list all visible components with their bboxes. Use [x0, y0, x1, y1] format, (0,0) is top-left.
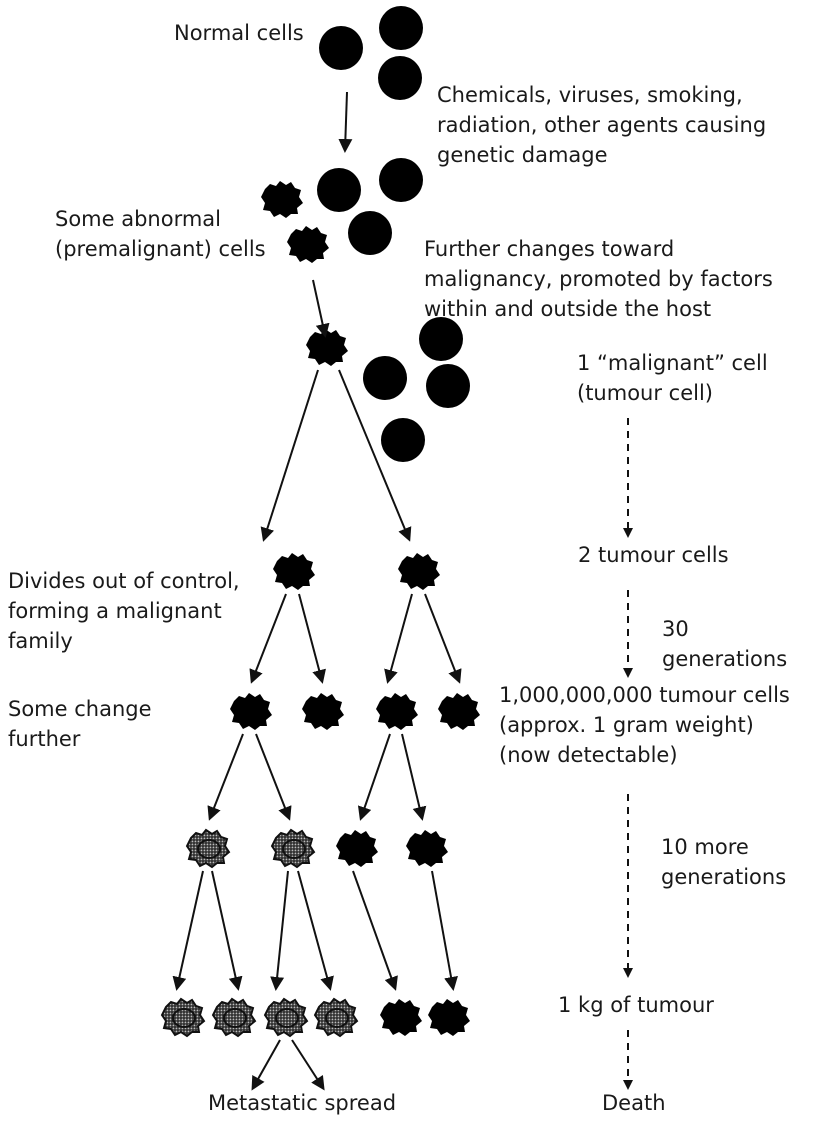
division-arrow — [338, 369, 412, 542]
stippled-cell-icon — [264, 998, 308, 1037]
normal-cell-icon — [379, 158, 423, 202]
malignant-cell-icon — [306, 329, 348, 366]
label-normal-cells: Normal cells — [174, 21, 304, 45]
label-thirty-generations: 30 generations — [662, 617, 788, 671]
label-causative-agents: Chemicals, viruses, smoking, radiation, … — [437, 83, 767, 167]
normal-cell-icon — [378, 56, 422, 100]
tumour-cell-icon — [302, 693, 344, 730]
tumour-cell-icon — [230, 693, 272, 730]
division-arrow — [172, 870, 204, 991]
label-billion-tumour-cells: 1,000,000,000 tumour cells (approx. 1 gr… — [499, 683, 790, 767]
stippled-cell-icon — [186, 829, 230, 868]
division-arrow — [207, 733, 244, 821]
division-arrow — [431, 870, 458, 991]
normal-cell-icon — [379, 6, 423, 50]
progression-arrow — [312, 279, 330, 338]
label-one-malignant-cell: 1 “malignant” cell (tumour cell) — [577, 351, 768, 405]
normal-cell-icon — [381, 418, 425, 462]
label-metastatic-spread: Metastatic spread — [208, 1091, 397, 1115]
division-arrow — [352, 870, 398, 991]
division-arrow — [384, 593, 413, 684]
label-death: Death — [602, 1091, 666, 1115]
normal-cell-icon — [348, 211, 392, 255]
normal-cell-icon — [319, 26, 363, 70]
progression-arrow — [338, 91, 353, 153]
division-arrow — [297, 870, 334, 991]
label-ten-more-generations: 10 more generations — [661, 835, 787, 889]
tumour-cell-icon — [336, 830, 378, 867]
label-some-change-further: Some change further — [8, 697, 152, 751]
spread-arrow — [251, 1039, 281, 1091]
label-two-tumour-cells: 2 tumour cells — [578, 543, 729, 567]
label-divides-out-of-control: Divides out of control, forming a malign… — [8, 569, 240, 653]
division-arrow — [249, 593, 287, 684]
division-arrow — [424, 593, 462, 684]
label-one-kg-tumour: 1 kg of tumour — [558, 993, 714, 1017]
tumour-cell-icon — [380, 999, 422, 1036]
tumour-cell-icon — [406, 830, 448, 867]
division-arrow — [357, 733, 391, 821]
tumour-cell-icon — [428, 999, 470, 1036]
tumour-cell-icon — [438, 693, 480, 730]
normal-cell-icon — [426, 364, 470, 408]
normal-cell-icon — [363, 356, 407, 400]
stippled-cell-icon — [212, 998, 256, 1037]
label-further-changes: Further changes toward malignancy, promo… — [424, 237, 773, 321]
abnormal-cell-icon — [287, 226, 329, 263]
division-arrow — [211, 870, 243, 991]
tumour-cell-icon — [376, 693, 418, 730]
stippled-cell-icon — [271, 829, 315, 868]
division-arrow — [255, 733, 292, 821]
stippled-cell-icon — [161, 998, 205, 1037]
abnormal-cell-icon — [261, 181, 303, 218]
tumour-cell-icon — [273, 553, 315, 590]
division-arrow — [270, 870, 289, 991]
stippled-cell-icon — [314, 998, 358, 1037]
division-arrow — [401, 733, 427, 821]
tumour-cell-icon — [398, 553, 440, 590]
normal-cell-icon — [317, 168, 361, 212]
division-arrow — [298, 593, 326, 684]
spread-arrow — [291, 1039, 325, 1091]
label-premalignant-cells: Some abnormal (premalignant) cells — [55, 207, 266, 261]
division-arrow — [260, 369, 319, 542]
